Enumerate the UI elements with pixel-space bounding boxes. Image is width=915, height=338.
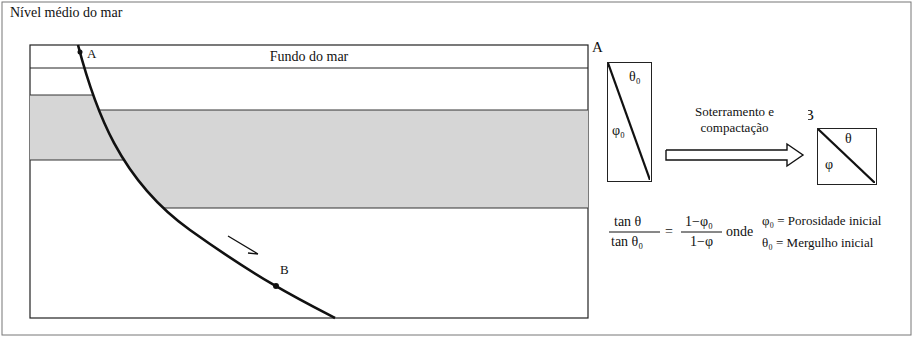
formula-denominator: 1−φ <box>690 234 713 250</box>
sea-level-label: Nível médio do mar <box>10 5 122 21</box>
symbol-label: θ₀ <box>629 69 641 85</box>
formula-numerator: tan θ <box>614 214 641 230</box>
fraction-bar <box>609 232 660 233</box>
dip-line <box>608 63 650 180</box>
block-heading: A <box>592 39 603 55</box>
seafloor-line <box>30 68 588 69</box>
formula-equals: = <box>665 224 673 240</box>
point-b <box>273 283 279 289</box>
definition: θ₀ = Mergulho inicial <box>762 235 873 251</box>
point-label: B <box>280 262 289 278</box>
arrow-label: Soterramento e compactação <box>661 104 808 136</box>
band-label: Fundo do mar <box>270 49 349 65</box>
compacted-block: Bθφ <box>817 128 877 185</box>
hangingwall-layers <box>30 110 590 208</box>
formula-numerator: 1−φ₀ <box>685 214 713 230</box>
initial-block: Aθ₀φ₀ <box>607 62 652 182</box>
formula-denominator: tan θ₀ <box>611 234 643 250</box>
point-label: A <box>87 46 96 62</box>
process-arrow <box>666 144 803 166</box>
slip-half-arrow <box>228 236 258 254</box>
dip-line <box>818 129 875 183</box>
symbol-label: φ <box>825 157 833 173</box>
fraction-bar <box>681 232 722 233</box>
symbol-label: φ₀ <box>612 123 625 139</box>
definition: φ₀ = Porosidade inicial <box>762 213 881 229</box>
point-a <box>78 50 83 55</box>
fault-line <box>78 45 335 318</box>
formula-word: onde <box>726 224 753 240</box>
outer-frame <box>2 2 911 335</box>
seafloor-band: Fundo do mar <box>31 46 587 68</box>
symbol-label: θ <box>845 131 852 147</box>
